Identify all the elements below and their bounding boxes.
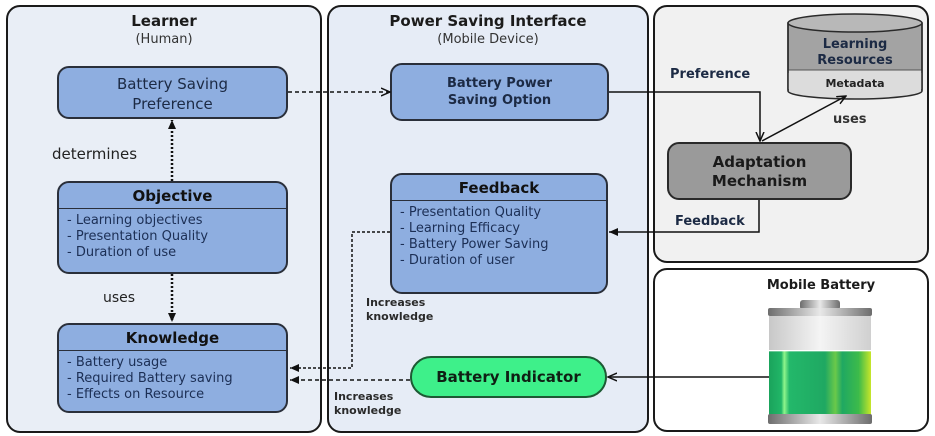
label-uses-resources: uses: [833, 112, 867, 127]
metadata-label: Metadata: [825, 77, 885, 90]
battery-power-saving-option-node: Battery Power Saving Option: [390, 63, 609, 121]
objective-node: Objective - Learning objectives - Presen…: [57, 181, 288, 274]
label-feedback: Feedback: [675, 214, 745, 229]
knowledge-item: - Battery usage: [67, 355, 168, 370]
edge-feedback-to-knowledge: [290, 231, 390, 372]
battery-indicator-node: Battery Indicator: [410, 356, 607, 398]
edge-uses-resources: [761, 96, 846, 142]
inc2-line2: knowledge: [334, 404, 402, 417]
lr-line1: Learning: [822, 37, 888, 52]
label-increases-knowledge-2: Increases knowledge: [334, 390, 401, 418]
interface-title: Power Saving Interface: [389, 12, 587, 30]
lr-line2: Resources: [817, 53, 893, 68]
knowledge-item: - Required Battery saving: [67, 371, 233, 386]
battery-graphic: [768, 300, 872, 424]
inc1-line2: knowledge: [366, 310, 434, 323]
learning-resources-database: [787, 13, 923, 100]
learning-resources-label: Learning Resources: [788, 37, 922, 69]
inc2-line1: Increases: [334, 390, 394, 403]
objective-item: - Duration of use: [67, 245, 177, 260]
interface-subtitle: (Mobile Device): [437, 32, 539, 47]
feedback-item: - Duration of user: [400, 253, 515, 268]
battery-saving-preference-node: Battery Saving Preference: [57, 66, 288, 119]
knowledge-title: Knowledge: [59, 325, 286, 351]
am-line2: Mechanism: [711, 172, 808, 190]
am-line1: Adaptation: [712, 153, 807, 171]
label-determines: determines: [52, 145, 138, 163]
label-increases-knowledge-1: Increases knowledge: [366, 296, 433, 324]
label-uses-learner: uses: [103, 290, 136, 306]
bsp-line2: Preference: [132, 95, 213, 113]
feedback-item: - Presentation Quality: [400, 205, 542, 220]
knowledge-item: - Effects on Resource: [67, 387, 205, 402]
objective-item: - Presentation Quality: [67, 229, 209, 244]
feedback-title: Feedback: [392, 175, 606, 201]
adaptation-mechanism-node: Adaptation Mechanism: [667, 142, 852, 200]
battery-level-fill: [769, 351, 871, 417]
learner-title: Learner: [131, 12, 197, 30]
learner-subtitle: (Human): [135, 32, 193, 47]
bpso-line1: Battery Power: [446, 76, 553, 91]
battery-panel-title: Mobile Battery: [766, 278, 876, 293]
objective-title: Objective: [59, 183, 286, 209]
feedback-item: - Battery Power Saving: [400, 237, 549, 252]
label-preference: Preference: [670, 67, 751, 82]
inc1-line1: Increases: [366, 296, 426, 309]
bpso-line2: Saving Option: [447, 93, 552, 108]
bsp-line1: Battery Saving: [116, 75, 229, 93]
knowledge-node: Knowledge - Battery usage - Required Bat…: [57, 323, 288, 413]
feedback-node: Feedback - Presentation Quality - Learni…: [390, 173, 608, 294]
objective-item: - Learning objectives: [67, 213, 203, 228]
feedback-item: - Learning Efficacy: [400, 221, 521, 236]
edge-preference: [609, 91, 760, 141]
edge-feedback: [609, 200, 760, 236]
